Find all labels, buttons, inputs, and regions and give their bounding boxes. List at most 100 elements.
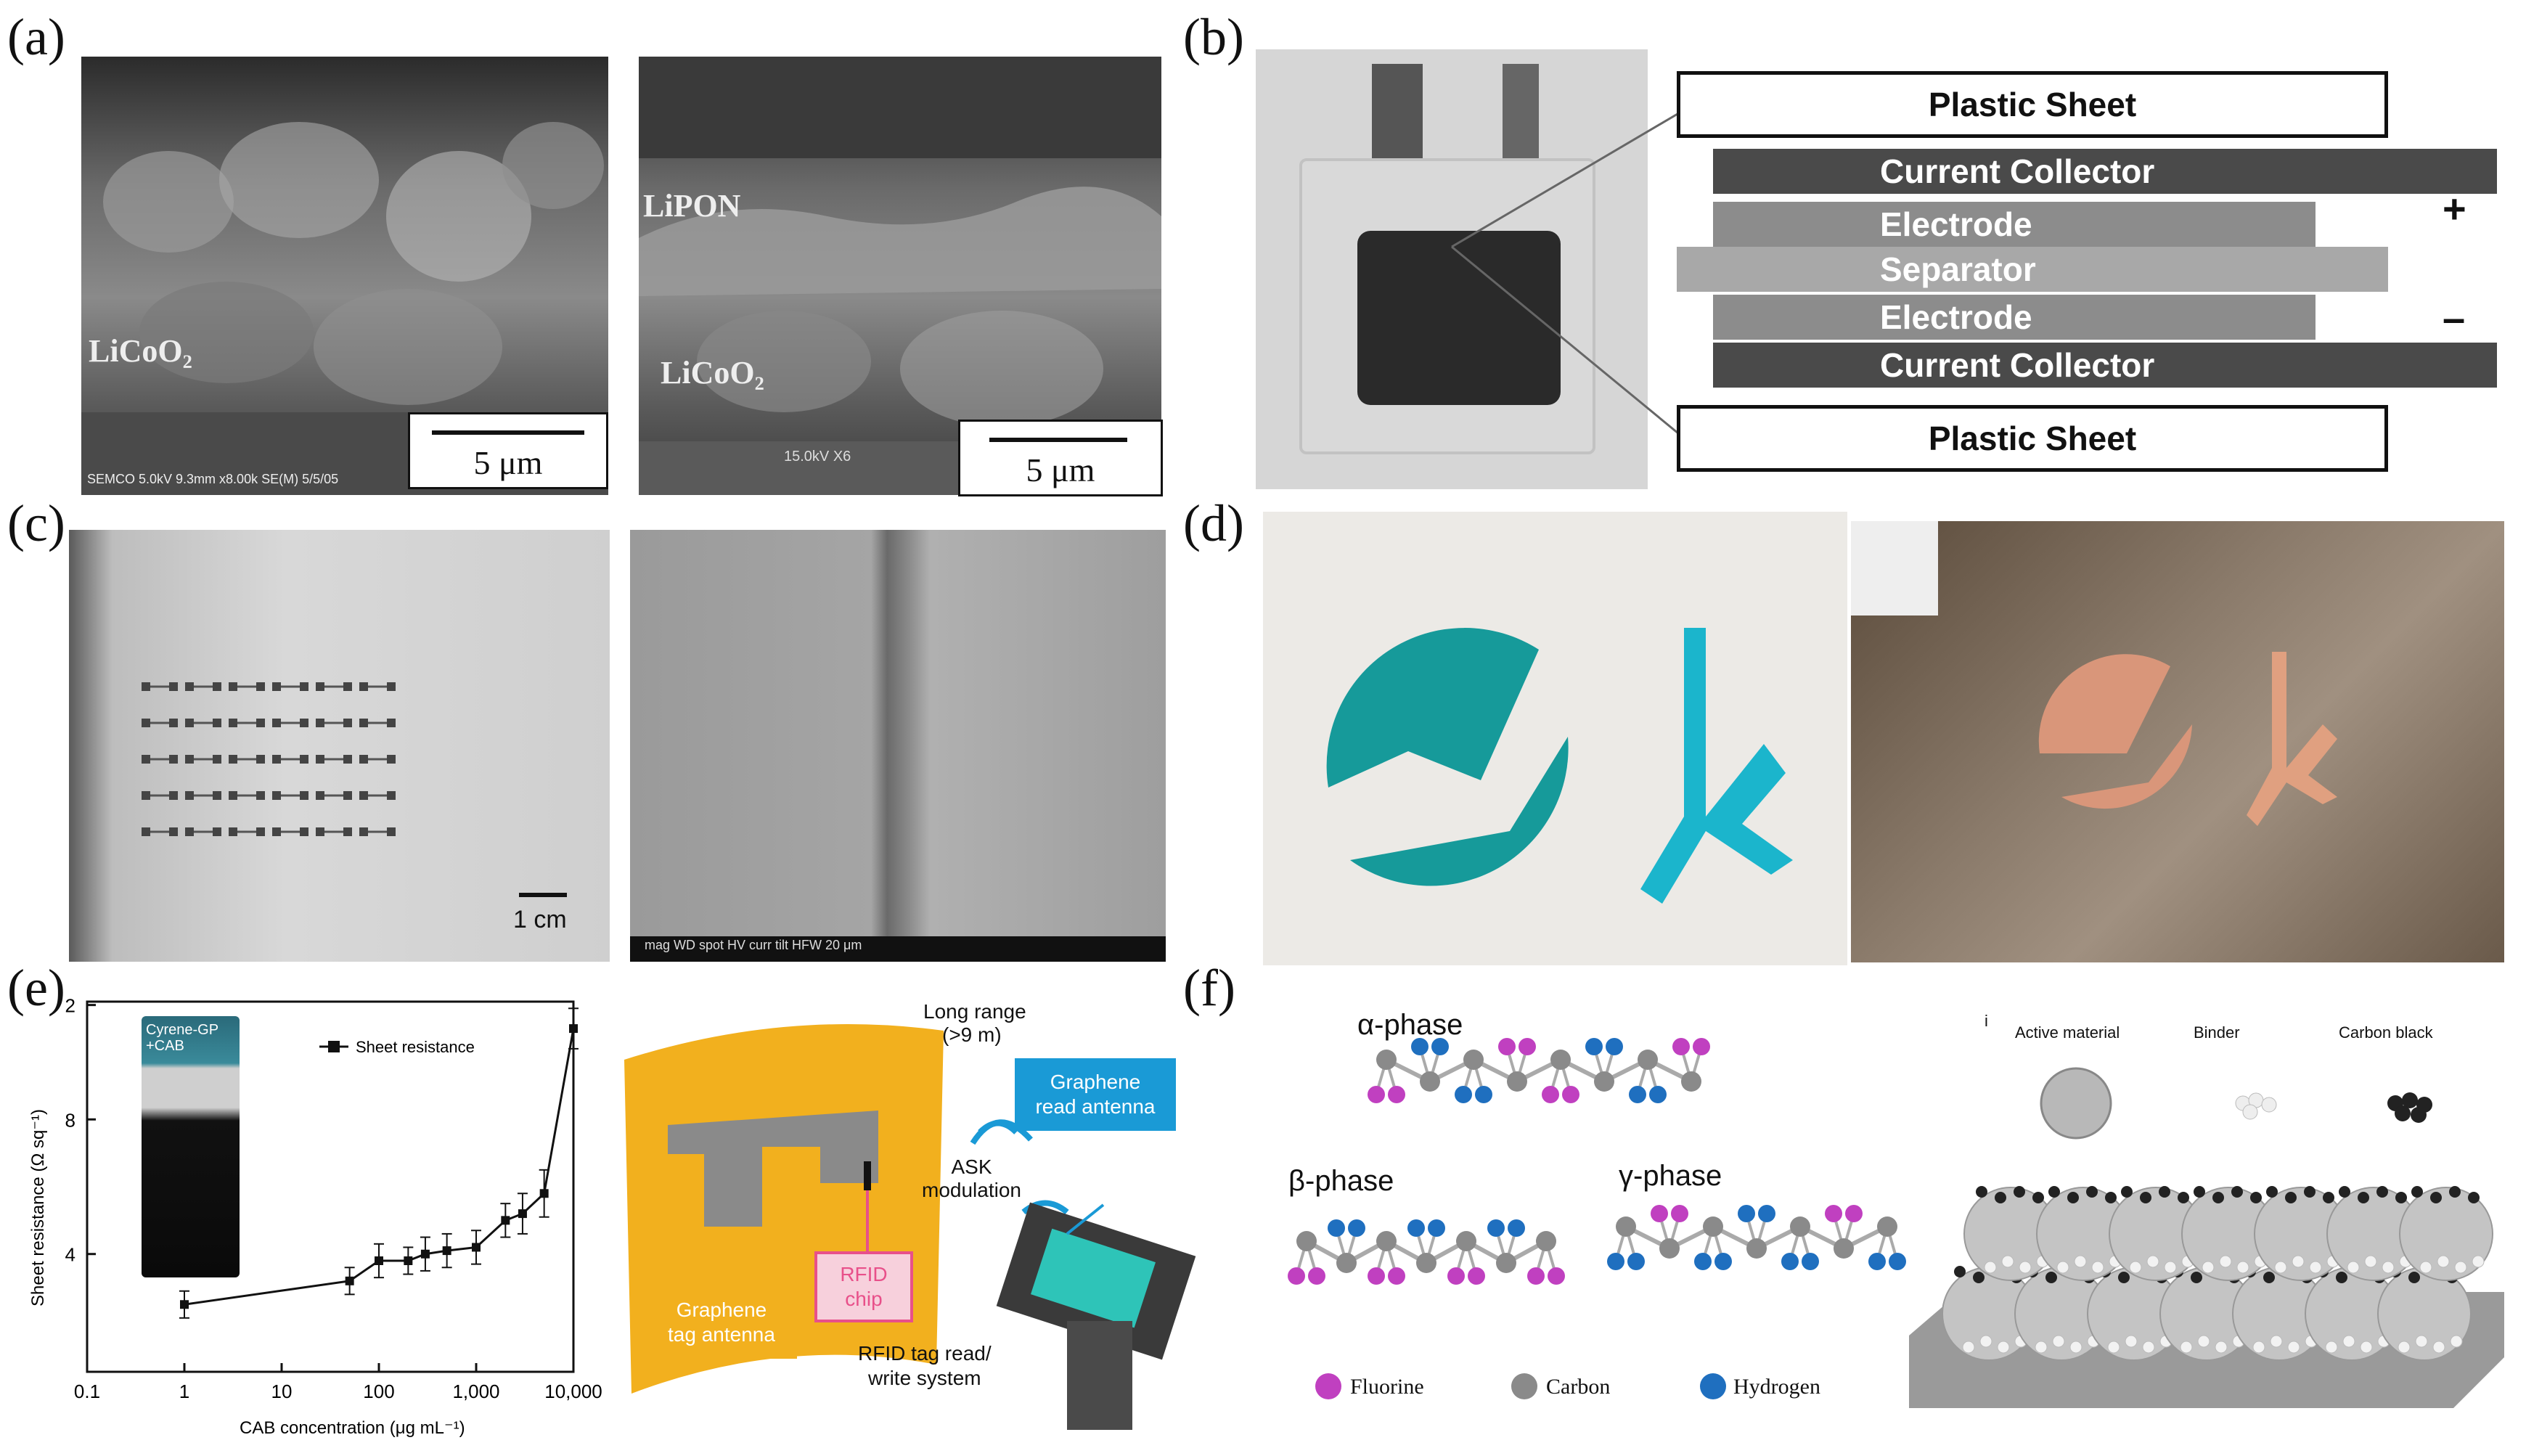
hydrogen-atom	[1694, 1253, 1712, 1270]
array-pad	[256, 682, 265, 691]
legend-marker	[328, 1041, 340, 1052]
x-axis-label: CAB concentration (μg mL⁻¹)	[240, 1418, 465, 1438]
carbon-black-particle	[2250, 1192, 2262, 1203]
current-collector-bottom: Current Collector	[1713, 343, 2497, 388]
panel-label-a: (a)	[7, 8, 65, 66]
array-pad	[142, 682, 150, 691]
carbon-atom	[1507, 1071, 1527, 1092]
array-pad	[316, 791, 324, 800]
array-pad	[387, 755, 396, 764]
battery-photo	[1256, 49, 1648, 489]
carbon-atom	[1336, 1253, 1357, 1273]
binder-cluster	[2235, 1092, 2277, 1120]
carbon-atom	[1536, 1231, 1556, 1251]
copper-logo-photo	[1851, 521, 2504, 962]
data-point	[420, 1249, 430, 1259]
array-pad	[272, 827, 281, 836]
array-pad	[272, 682, 281, 691]
carbon-legend-label: Carbon	[1546, 1375, 1611, 1399]
carbon-black-particle	[2191, 1272, 2202, 1283]
array-pad	[359, 827, 368, 836]
binder-particle	[2398, 1341, 2411, 1354]
binder-particle	[2180, 1341, 2193, 1354]
rfid-chip-box: RFID chip	[814, 1251, 913, 1322]
binder-particle	[2382, 1261, 2395, 1274]
binder-particle	[2236, 1261, 2249, 1274]
array-pad	[229, 682, 237, 691]
carbon-black-particle	[2178, 1192, 2189, 1203]
x-tick-label: 0.1	[74, 1381, 100, 1402]
carbon-black-particle	[2118, 1272, 2130, 1283]
binder-particle	[2274, 1261, 2287, 1274]
sem-image-licoo2: LiCoO₂ 5 μm SEMCO 5.0kV 9.3mm x8.00k SE(…	[81, 57, 608, 495]
x-tick-label: 10	[271, 1381, 293, 1402]
array-pad	[256, 791, 265, 800]
carbon-atom	[1703, 1216, 1723, 1237]
fluorine-atom	[1845, 1205, 1863, 1222]
carbon-black-particle	[2358, 1192, 2369, 1203]
array-pad	[359, 682, 368, 691]
array-pad	[343, 682, 352, 691]
array-pad	[316, 682, 324, 691]
carbon-black-particle	[2408, 1272, 2420, 1283]
ask-label: ASK modulation	[922, 1156, 1021, 1201]
carbon-black-particle	[2376, 1186, 2388, 1198]
panel-label-b: (b)	[1183, 8, 1244, 66]
binder-particle	[2325, 1341, 2338, 1354]
signal-wave-2	[970, 1119, 1033, 1145]
fluorine-atom	[1562, 1086, 1579, 1103]
fluorine-atom	[1542, 1086, 1559, 1103]
carbon-atom	[1376, 1231, 1397, 1251]
tag-antenna-box: Graphene tag antenna	[646, 1286, 797, 1359]
carbon-black-particle	[2212, 1192, 2224, 1203]
hydrogen-legend-label: Hydrogen	[1733, 1375, 1820, 1399]
binder-particle	[2270, 1335, 2283, 1348]
carbon-black-particle	[2067, 1192, 2079, 1203]
array-pad	[229, 791, 237, 800]
carbon-black-particle	[2231, 1186, 2243, 1198]
binder-particle	[2342, 1335, 2355, 1348]
scale-box-a-right: 5 μm	[958, 420, 1163, 496]
hydrogen-atom	[1487, 1219, 1505, 1237]
array-pad	[142, 827, 150, 836]
hydrogen-atom	[1455, 1086, 1472, 1103]
data-point	[345, 1276, 354, 1285]
carbon-black-particle	[2194, 1186, 2205, 1198]
array-pad	[343, 791, 352, 800]
corner-mark: i	[1985, 1012, 1988, 1030]
fluorine-atom	[1447, 1267, 1465, 1285]
antenna-pointer	[1066, 1203, 1105, 1235]
panel-label-d: (d)	[1183, 494, 1244, 552]
carbon-atom	[1463, 1050, 1484, 1070]
carbon-black-particle	[2285, 1192, 2297, 1203]
hydrogen-atom	[1328, 1219, 1345, 1237]
array-pad	[229, 827, 237, 836]
active-material-bed	[1942, 1186, 2493, 1361]
fluorine-atom	[1825, 1205, 1842, 1222]
data-point	[180, 1300, 189, 1309]
vial-photo: Cyrene-GP +CAB	[142, 1016, 240, 1277]
carbon-black-particle	[2045, 1272, 2057, 1283]
binder-particle	[1997, 1341, 2010, 1354]
reader-handle	[1067, 1321, 1132, 1430]
fluorine-legend-dot	[1315, 1373, 1341, 1399]
y-tick-label: 8	[65, 1109, 75, 1131]
minus-sign: –	[2443, 295, 2466, 340]
data-point	[569, 1024, 578, 1034]
plot-frame	[86, 1000, 575, 1373]
copper-logo	[2038, 652, 2337, 826]
sem-footer-bar	[630, 936, 1166, 962]
hydrogen-atom	[1585, 1038, 1603, 1055]
binder-label: Binder	[2194, 1023, 2240, 1042]
read-antenna-box: Graphene read antenna	[1015, 1058, 1176, 1131]
binder-particle	[1962, 1341, 1975, 1354]
array-pad	[272, 755, 281, 764]
array-pad	[256, 827, 265, 836]
x-tick-label: 10,000	[544, 1381, 602, 1402]
hydrogen-atom	[1407, 1219, 1425, 1237]
battery-electrode	[1357, 231, 1561, 405]
electrode-top: Electrode	[1713, 202, 2316, 247]
carbon-atom	[1496, 1253, 1516, 1273]
long-range-label: Long range	[923, 1000, 1026, 1023]
binder-particle	[2364, 1255, 2377, 1268]
